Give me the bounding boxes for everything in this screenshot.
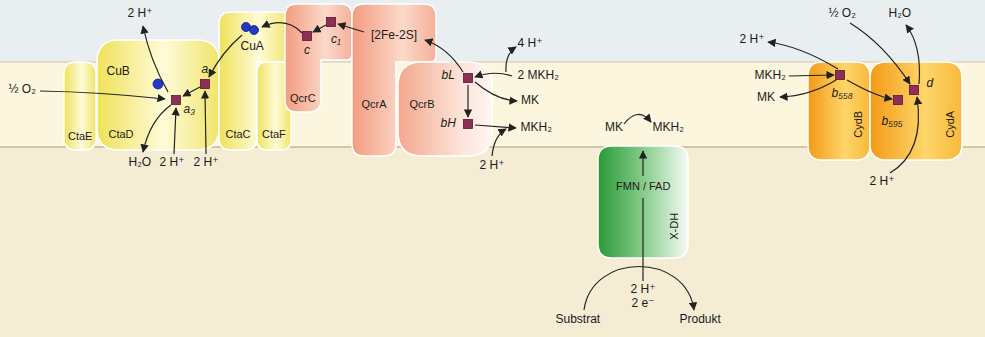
protein-outline [285,4,352,112]
heme-square [172,96,181,105]
proton-label: 2 H⁺ [631,283,656,297]
protein-name: FMN / FAD [616,180,670,193]
substance-label: MK [605,121,623,135]
flow-arrow [475,73,512,77]
flow-arrow [174,108,176,154]
heme-label: c₁ [331,33,341,47]
flow-arrow [475,125,516,128]
electron-arrow [209,35,242,77]
flow-arrow [780,80,836,97]
proton-label: 2 H⁺ [480,159,505,173]
protein-subunit: CydA [870,62,962,160]
substance-label: H₂O [129,156,152,170]
electron-arrow [338,24,364,32]
electron-label: 2 e⁻ [632,297,655,311]
flow-arrow [624,114,651,124]
heme-label: b₅₉₅ [882,115,903,129]
heme-square [303,32,312,41]
substance-label: MK [521,94,539,108]
flow-arrow [492,129,506,156]
heme-label: bL [442,69,455,83]
substance-label: MKH₂ [653,121,684,135]
copper-label: CuA [241,40,264,54]
flow-arrow [584,267,694,311]
substance-label: Produkt [680,313,721,327]
flow-arrow [850,23,910,84]
heme-square [464,120,473,129]
substance-label: Substrat [556,313,601,327]
proton-label: 2 H⁺ [194,156,219,170]
substance-label: H₂O [889,7,912,21]
protein-name: CtaE [68,130,92,143]
flow-arrow [205,91,206,154]
copper-center [250,26,259,35]
electron-arrow [262,23,302,33]
protein-name: CydB [852,110,865,137]
heme-square [201,80,210,89]
substance-label: ½ O₂ [829,7,856,21]
protein-name: QcrA [362,98,387,111]
protein-name: CydA [944,110,957,137]
flow-arrow [506,47,516,72]
protein-name: QcrC [290,92,316,105]
substance-label: 2 MKH₂ [518,69,559,83]
heme-square [836,71,845,80]
electron-path [642,151,643,176]
electron-path [642,198,643,281]
flow-arrow [789,75,834,76]
substance-label: MKH₂ [521,121,552,135]
protein-outline [870,62,962,160]
flow-arrow [890,97,918,173]
heme-label: bH [441,117,456,131]
heme-square [910,86,919,95]
proton-label: 2 H⁺ [160,156,185,170]
electron-arrow [467,85,468,117]
flow-arrow [143,105,171,152]
protein-name: CtaC [226,128,251,141]
enzyme-name: X-DH [668,212,681,239]
flow-arrow [768,42,838,69]
protein-name: CtaD [109,128,134,141]
substance-label: MK [757,91,775,105]
proton-label: 4 H⁺ [518,37,543,51]
substance-label: ½ O₂ [9,83,36,97]
flow-arrow [475,82,517,101]
heme-label: d [927,77,934,91]
heme-square [464,74,473,83]
substance-label: MKH₂ [755,69,786,83]
flow-arrow [40,91,165,99]
protein-name: QcrB [410,98,435,111]
heme-label: a₃ [184,103,195,117]
electron-arrow [847,80,892,99]
proton-label: 2 H⁺ [870,175,895,189]
protein-outline [808,62,870,160]
copper-label: CuB [107,65,130,79]
electron-arrow [313,25,326,32]
heme-label: c [304,44,310,58]
protein-outline [64,62,96,150]
protein-subunit: QcrC [285,4,352,112]
cytoplasm-region [0,147,985,337]
cluster-label: [2Fe-2S] [371,29,417,43]
flow-arrow [143,26,168,92]
heme-label: a [202,63,209,77]
heme-square [327,18,336,27]
heme-label: b₅₅₈ [832,87,853,101]
protein-subunit: CtaE [64,62,96,150]
flow-arrow [906,25,919,84]
electron-arrow [183,87,200,96]
electron-arrow [425,40,463,72]
proton-label: 2 H⁺ [740,33,765,47]
proton-label: 2 H⁺ [128,7,153,21]
protein-name: CtaF [262,128,286,141]
heme-square [894,96,903,105]
protein-outline [219,12,291,150]
